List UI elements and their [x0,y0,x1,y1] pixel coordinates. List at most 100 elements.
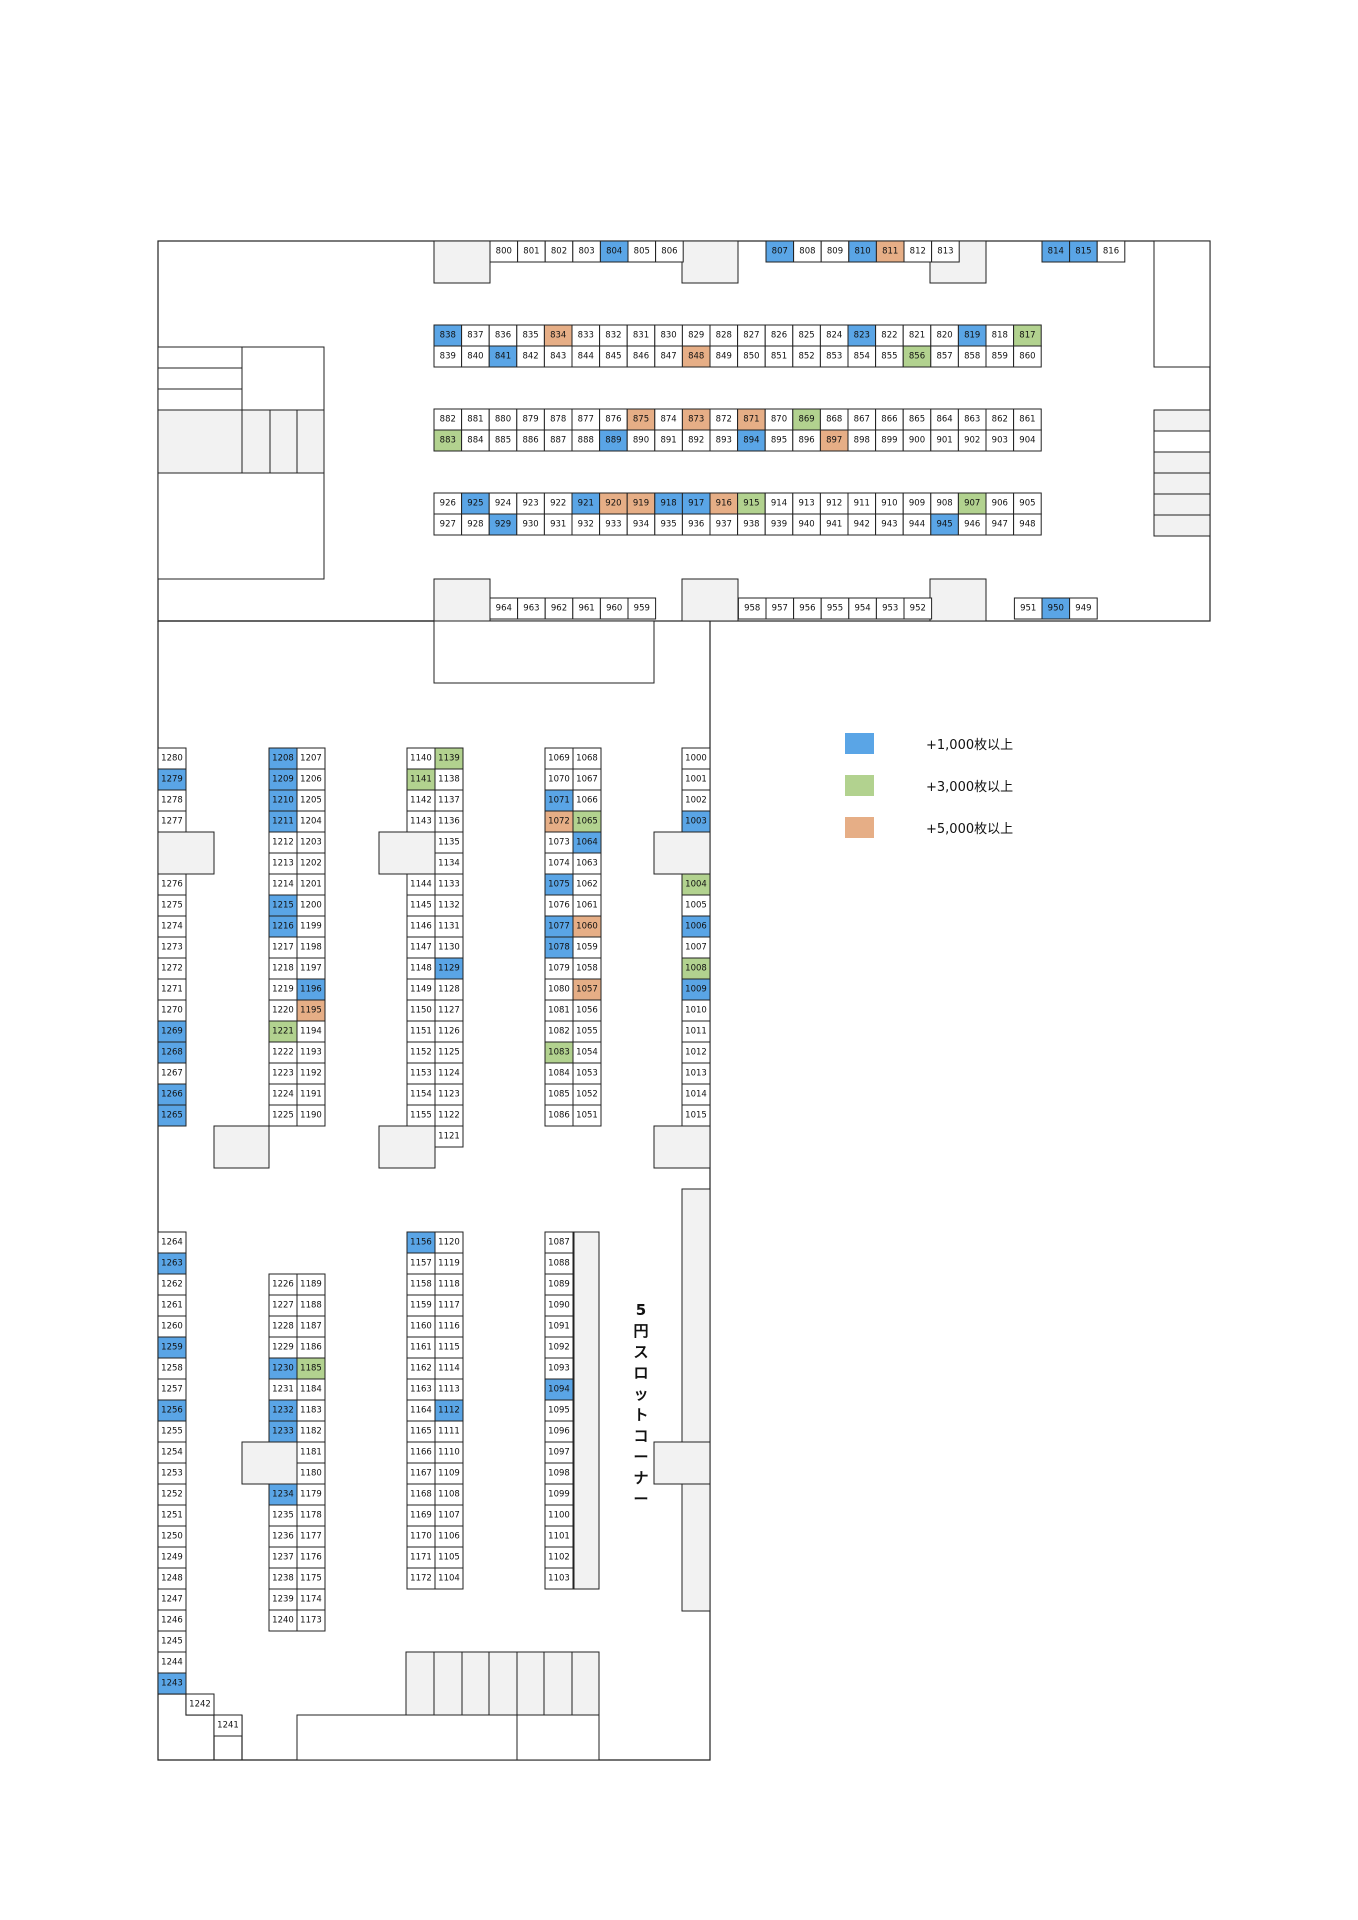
machine-number: 1252 [161,1490,183,1500]
machine-number: 1130 [438,943,460,953]
machine-number: 1202 [300,859,322,869]
machine-number: 1247 [161,1595,183,1605]
machine-number: 1056 [576,1006,598,1016]
machine-number: 1260 [161,1322,183,1332]
machine-number: 959 [634,604,650,614]
machine-number: 1125 [438,1048,460,1058]
machine-number: 886 [522,436,538,446]
machine-number: 1076 [548,901,570,911]
fixture-block [296,409,325,474]
machine-number: 928 [467,520,483,530]
machine-number: 1171 [410,1553,432,1563]
fixture-block [653,831,711,875]
machine-number: 895 [771,436,787,446]
machine-number: 1256 [161,1406,183,1416]
machine-number: 1122 [438,1111,460,1121]
machine-number: 887 [550,436,566,446]
machine-number: 880 [495,415,511,425]
machine-number: 1208 [272,754,294,764]
fixture-block [405,1651,435,1716]
machine-number: 815 [1075,247,1091,257]
fixture-block [681,578,739,622]
legend: +1,000枚以上 +3,000枚以上 +5,000枚以上 [845,722,1013,848]
machine-number: 871 [743,415,759,425]
machine-number: 893 [716,436,732,446]
machine-number: 1248 [161,1574,183,1584]
machine-number: 1177 [300,1532,322,1542]
machine-cell [903,597,933,620]
machine-number: 1244 [161,1658,183,1668]
machine-number: 1095 [548,1406,570,1416]
fixture-block [571,1651,600,1716]
machine-cell [434,1125,464,1148]
machine-cell [213,1714,243,1737]
machine-number: 1057 [576,985,598,995]
machine-number: 850 [743,352,759,362]
machine-number: 1150 [410,1006,432,1016]
machine-number: 1266 [161,1090,183,1100]
machine-number: 1149 [410,985,432,995]
fixture-block [157,367,243,390]
machine-number: 945 [936,520,952,530]
machine-number: 909 [909,499,925,509]
machine-cell [931,240,960,263]
machine-number: 806 [661,247,677,257]
machine-number: 1200 [300,901,322,911]
machine-number: 1107 [438,1511,460,1521]
machine-number: 1085 [548,1090,570,1100]
machine-number: 898 [854,436,870,446]
fixture-block [681,1188,711,1612]
machine-number: 943 [881,520,897,530]
machine-cell [1096,240,1126,263]
machine-number: 1139 [438,754,460,764]
machine-number: 1116 [438,1322,460,1332]
machine-number: 874 [660,415,676,425]
machine-number: 1146 [410,922,432,932]
machine-number: 1193 [300,1048,322,1058]
machine-number: 1168 [410,1490,432,1500]
machine-number: 902 [964,436,980,446]
machine-number: 1119 [438,1259,460,1269]
machine-number: 931 [550,520,566,530]
machine-number: 1207 [300,754,322,764]
machine-number: 1174 [300,1595,322,1605]
machine-number: 904 [1019,436,1035,446]
machine-number: 1218 [272,964,294,974]
fixture-block [516,1651,545,1716]
corner-label: 5円スロットコーナー [633,1301,649,1508]
machine-number: 1094 [548,1385,570,1395]
machine-number: 1061 [576,901,598,911]
machine-number: 954 [854,604,870,614]
machine-number: 1251 [161,1511,183,1521]
legend-label: +5,000枚以上 [926,821,1014,837]
machine-number: 807 [772,247,788,257]
machine-number: 957 [772,604,788,614]
fixture-block [516,1714,600,1761]
machine-number: 926 [440,499,456,509]
machine-number: 903 [992,436,1008,446]
machine-number: 1090 [548,1301,570,1311]
machine-number: 913 [798,499,814,509]
machine-number: 1184 [300,1385,322,1395]
machine-number: 1273 [161,943,183,953]
machine-number: 1124 [438,1069,460,1079]
machine-number: 1075 [548,880,570,890]
machine-number: 860 [1019,352,1035,362]
machine-number: 1132 [438,901,460,911]
legend-swatch-blue [845,732,874,754]
machine-number: 1133 [438,880,460,890]
machine-number: 839 [440,352,456,362]
machine-number: 1143 [410,817,432,827]
machine-number: 1106 [438,1532,460,1542]
machine-number: 873 [688,415,704,425]
fixture-block [1153,514,1211,537]
machine-cell [157,810,187,833]
machine-number: 918 [660,499,676,509]
machine-number: 838 [440,331,456,341]
machine-number: 833 [578,331,594,341]
machine-number: 1225 [272,1111,294,1121]
machine-number: 867 [854,415,870,425]
machine-number: 826 [771,331,787,341]
machine-number: 1111 [438,1427,460,1437]
machine-number: 1063 [576,859,598,869]
